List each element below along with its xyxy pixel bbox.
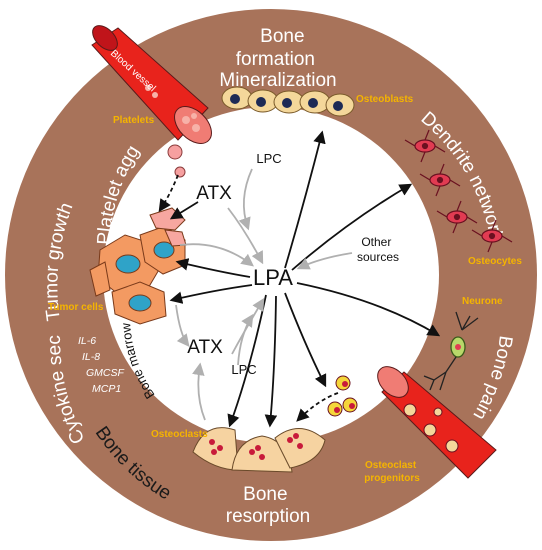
osteoclasts-label: Osteoclasts xyxy=(151,429,208,440)
other-sources-label: Other sources xyxy=(357,235,399,264)
bone-resorption-label: Bone resorption xyxy=(226,484,311,527)
grey-arrows xyxy=(175,168,353,421)
platelets-label: Platelets xyxy=(113,115,155,126)
atx-to-tumor-arrow xyxy=(169,201,199,220)
arrow-to-tumor-1 xyxy=(175,258,251,278)
neurone-label: Neurone xyxy=(462,296,503,307)
osteoclast-progenitors-label: Osteoclast progenitors xyxy=(364,460,420,484)
atx-bottom-label: ATX xyxy=(187,337,223,358)
osteocytes xyxy=(404,129,513,253)
arrow-to-tumor-2 xyxy=(169,284,253,304)
osteoblasts-label: Osteoblasts xyxy=(356,94,414,105)
osteocytes-label: Osteocytes xyxy=(468,256,522,267)
bone-formation-label: Bone formation Mineralization xyxy=(219,26,336,91)
atx-top-label: ATX xyxy=(196,183,232,204)
osteoblasts xyxy=(221,86,355,117)
lpc-top-label: LPC xyxy=(256,151,281,166)
arrow-to-osteoclasts-1 xyxy=(264,295,278,428)
lpc-bottom-label: LPC xyxy=(231,362,256,377)
inner-marrow-area xyxy=(103,107,439,443)
dashed-arrows xyxy=(158,174,339,422)
tumor-cells xyxy=(89,207,187,325)
platelet xyxy=(167,144,183,160)
neurone xyxy=(423,311,479,391)
osteoclasts xyxy=(192,427,326,473)
arrow-to-progenitors xyxy=(284,292,327,388)
arrow-to-neurone xyxy=(296,282,441,337)
tumor-cells-label: Tumor cells xyxy=(48,302,104,313)
cytokine-list: IL-6 IL-8 GMCSF MCP1 xyxy=(78,335,127,395)
blood-vessel-bottom xyxy=(377,366,497,479)
lpa-label: LPA xyxy=(253,265,293,290)
progenitor-cells xyxy=(327,375,358,417)
arrow-to-osteoblasts xyxy=(284,130,326,269)
platelet xyxy=(174,166,186,178)
